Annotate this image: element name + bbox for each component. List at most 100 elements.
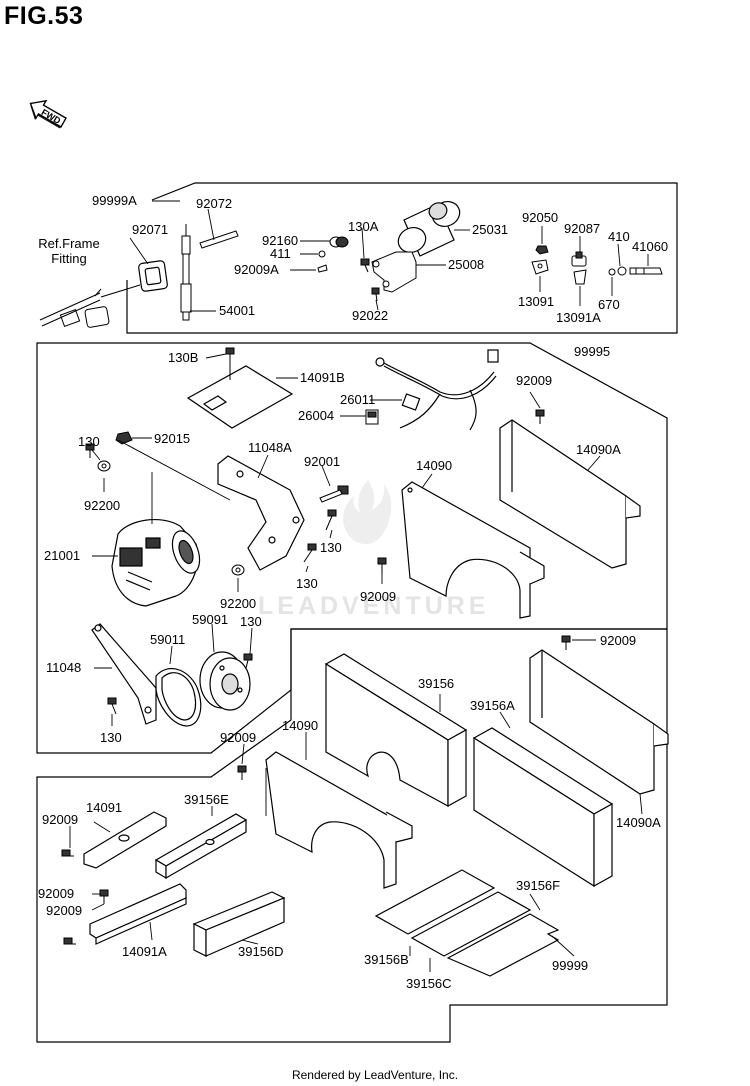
part-92009-screw-mid (377, 409, 545, 574)
part-39156A-insulator (472, 727, 614, 888)
label-11048A: 11048A (248, 440, 292, 455)
part-14091B-plate (186, 365, 294, 429)
part-26004-connector (365, 409, 379, 425)
part-92050-nut (535, 245, 549, 255)
part-92087-nut (571, 251, 587, 267)
part-13091-plate (531, 259, 549, 275)
label-92087: 92087 (564, 221, 600, 236)
label-92015: 92015 (154, 431, 190, 446)
part-130-bolts-b (303, 509, 337, 563)
part-130B-bolt (225, 347, 235, 380)
label-41060: 41060 (632, 239, 668, 254)
kit-99999A-outline (126, 182, 678, 334)
part-92009-screw-bottom-right (561, 635, 571, 650)
part-130A-screw (360, 258, 380, 302)
part-14090-plate-bottom (265, 751, 413, 889)
label-92001: 92001 (304, 454, 340, 469)
part-11048-bracket (91, 623, 157, 725)
watermark-logo (343, 480, 392, 544)
part-39156C-mat (410, 891, 532, 957)
label-25031: 25031 (472, 222, 508, 237)
label-92009-bottom-d: 92009 (38, 886, 74, 901)
fwd-arrow-icon: FWD (29, 99, 67, 129)
part-11048A-bracket (217, 455, 305, 571)
label-21001: 21001 (44, 548, 80, 563)
label-92009-bottom-b: 92009 (600, 633, 636, 648)
part-14090-plate (401, 481, 545, 619)
label-14091: 14091 (86, 800, 122, 815)
part-41060-stud (629, 267, 663, 275)
part-92072-band (199, 230, 239, 249)
label-670: 670 (598, 297, 620, 312)
label-92160: 92160 (262, 233, 298, 248)
part-13091A-plate (573, 269, 587, 285)
part-92009-screw-bottom-left (237, 765, 247, 780)
label-92071: 92071 (132, 222, 168, 237)
label-39156E: 39156E (184, 792, 229, 807)
part-92001-bolt (319, 485, 349, 503)
part-39156B-mat (374, 869, 496, 935)
label-39156: 39156 (418, 676, 454, 691)
label-92072: 92072 (196, 196, 232, 211)
label-92022: 92022 (352, 308, 388, 323)
label-130-a: 130 (78, 434, 100, 449)
label-39156D: 39156D (238, 944, 284, 959)
part-39156F-mat (446, 913, 560, 977)
label-92009-bottom-a: 92009 (220, 730, 256, 745)
label-92009-mid-bottom: 92009 (360, 589, 396, 604)
label-39156C: 39156C (406, 976, 452, 991)
label-130-d: 130 (240, 614, 262, 629)
group-outlines (36, 182, 678, 1043)
part-92200-washer-a (97, 460, 111, 472)
kit-99999-outline (36, 628, 668, 1043)
part-130-bolt-e (107, 697, 117, 715)
label-130A: 130A (348, 219, 379, 234)
label-14091B: 14091B (300, 370, 345, 385)
part-25008-bracket (371, 251, 417, 293)
label-99999: 99999 (552, 958, 588, 973)
part-92071-grommet (138, 260, 168, 292)
label-92050: 92050 (522, 210, 558, 225)
label-130B: 130B (168, 350, 198, 365)
label-92200-b: 92200 (220, 596, 256, 611)
label-11048: 11048 (46, 660, 81, 675)
figure-title: FIG.53 (4, 2, 84, 30)
label-13091: 13091 (518, 294, 554, 309)
label-14090A-mid: 14090A (576, 442, 621, 457)
label-26004: 26004 (298, 408, 334, 423)
part-26011-harness (375, 349, 499, 431)
label-130-e: 130 (100, 730, 122, 745)
label-411: 411 (270, 246, 291, 261)
leader-lines (69, 200, 649, 972)
label-39156A: 39156A (470, 698, 515, 713)
ref-note-line-1: Ref.Frame (38, 236, 100, 251)
part-410-washer (608, 266, 627, 276)
part-54001-cable (180, 224, 192, 321)
label-25008: 25008 (448, 257, 484, 272)
part-39156D-insulator (192, 891, 286, 957)
watermark: LEADVENTURE (258, 592, 490, 620)
part-92009-screws-f (63, 889, 109, 945)
label-92009-bottom-c: 92009 (42, 812, 78, 827)
label-14090A-bottom: 14090A (616, 815, 661, 830)
label-130-c: 130 (296, 576, 318, 591)
label-92009A: 92009A (234, 262, 279, 277)
label-14091A: 14091A (122, 944, 167, 959)
part-92160-bushing (317, 236, 349, 273)
label-92200-a: 92200 (84, 498, 120, 513)
part-21001-alternator (111, 519, 201, 607)
part-14091A-bracket (89, 883, 187, 945)
part-59011-belt (155, 667, 202, 727)
part-14090A-plate-bottom (529, 649, 669, 795)
label-39156B: 39156B (364, 952, 409, 967)
ref-frame-sketch (39, 284, 141, 328)
part-39156E-insulator (154, 813, 248, 880)
label-92009-bottom-e: 92009 (46, 903, 82, 918)
part-92200-washer-b (231, 564, 245, 576)
part-labels: 99999A 92072 92071 54001 92160 411 92009… (38, 193, 668, 991)
label-59011: 59011 (150, 632, 185, 647)
label-410: 410 (608, 229, 630, 244)
label-39156F: 39156F (516, 878, 560, 893)
footer-credit: Rendered by LeadVenture, Inc. (291, 1068, 459, 1082)
